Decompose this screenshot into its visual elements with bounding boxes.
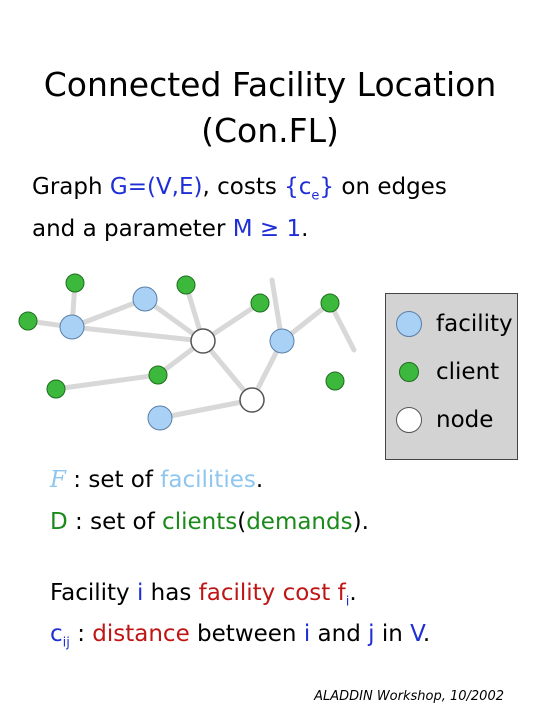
client-icon [399, 362, 419, 382]
slide-title: Connected Facility Location (Con.FL) [0, 62, 540, 154]
distance-c: c [50, 621, 63, 647]
client-node [320, 293, 340, 313]
cost-line-2: cij : distance between i and j in V. [50, 621, 430, 651]
F-end: . [255, 467, 264, 493]
edge [69, 296, 148, 330]
intro-line-2: and a parameter M ≥ 1. [32, 216, 308, 242]
legend-box: facility client node [385, 293, 518, 460]
intro-param-suffix: . [301, 216, 309, 242]
intro-costs-prefix: , costs [202, 174, 285, 200]
title-line-2: (Con.FL) [201, 111, 339, 150]
distance-c-subscript: ij [62, 635, 70, 651]
clients-word: clients [162, 509, 238, 535]
client-node [176, 275, 196, 295]
D-paren-close: ). [352, 509, 369, 535]
client-node [250, 293, 270, 313]
client-node [148, 365, 168, 385]
parameter-expression: M ≥ 1 [232, 216, 302, 242]
facility-node [269, 328, 295, 354]
plain-node [239, 387, 265, 413]
def-clients: D : set of clients(demands). [50, 509, 369, 535]
distance-end: . [422, 621, 431, 647]
distance-colon: : [69, 621, 93, 647]
graph-expression: G=(V,E) [109, 174, 203, 200]
graph-edges [25, 277, 357, 421]
plain-node [190, 328, 216, 354]
node-icon [396, 407, 422, 433]
distance-i: i [303, 621, 311, 647]
costs-open: {c [284, 174, 312, 200]
legend-client: client [396, 352, 499, 392]
costs-close: } [319, 174, 335, 200]
cost-prefix: Facility [50, 580, 137, 606]
legend-client-label: client [436, 359, 500, 385]
facility-node [59, 314, 85, 340]
distance-V: V [410, 621, 423, 647]
costs-subscript: e [311, 188, 320, 204]
client-node [65, 273, 85, 293]
intro-graph-prefix: Graph [32, 174, 110, 200]
facility-icon [396, 311, 422, 337]
footer-text: ALADDIN Workshop, 10/2002 [314, 689, 504, 704]
cost-line-1: Facility i has facility cost fi. [50, 580, 357, 610]
cost-i: i [136, 580, 144, 606]
distance-in: in [374, 621, 411, 647]
distance-between: between [189, 621, 304, 647]
title-line-1: Connected Facility Location [43, 65, 497, 104]
legend-node-label: node [436, 407, 494, 433]
intro-line-1: Graph G=(V,E), costs {ce} on edges [32, 174, 447, 204]
intro-param-prefix: and a parameter [32, 216, 233, 242]
intro-costs-suffix: on edges [334, 174, 447, 200]
legend-facility: facility [396, 304, 513, 344]
legend-facility-label: facility [436, 311, 513, 337]
client-node [46, 379, 66, 399]
F-text: : set of [65, 467, 161, 493]
legend-node: node [396, 400, 493, 440]
edge [200, 338, 255, 403]
distance-term: distance [92, 621, 190, 647]
graph-nodes [18, 273, 345, 431]
D-text: : set of [67, 509, 163, 535]
client-node [325, 371, 345, 391]
def-facilities: F : set of facilities. [50, 467, 263, 493]
facility-node [147, 405, 173, 431]
D-paren-open: ( [237, 509, 247, 535]
facilities-word: facilities [160, 467, 256, 493]
cost-end: . [349, 580, 357, 606]
demands-word: demands [246, 509, 353, 535]
client-node [18, 311, 38, 331]
distance-j: j [368, 621, 375, 647]
distance-and: and [310, 621, 369, 647]
D-symbol: D [50, 509, 68, 535]
edge [69, 324, 206, 344]
edge [53, 372, 161, 392]
F-symbol: F [50, 467, 66, 493]
facility-node [132, 286, 158, 312]
edge [157, 397, 255, 421]
cost-f: f [330, 580, 346, 606]
facility-cost-term: facility cost [198, 580, 331, 606]
costs-expression: {ce} [284, 174, 335, 204]
cost-mid: has [143, 580, 199, 606]
cost-f-subscript: i [345, 594, 350, 610]
